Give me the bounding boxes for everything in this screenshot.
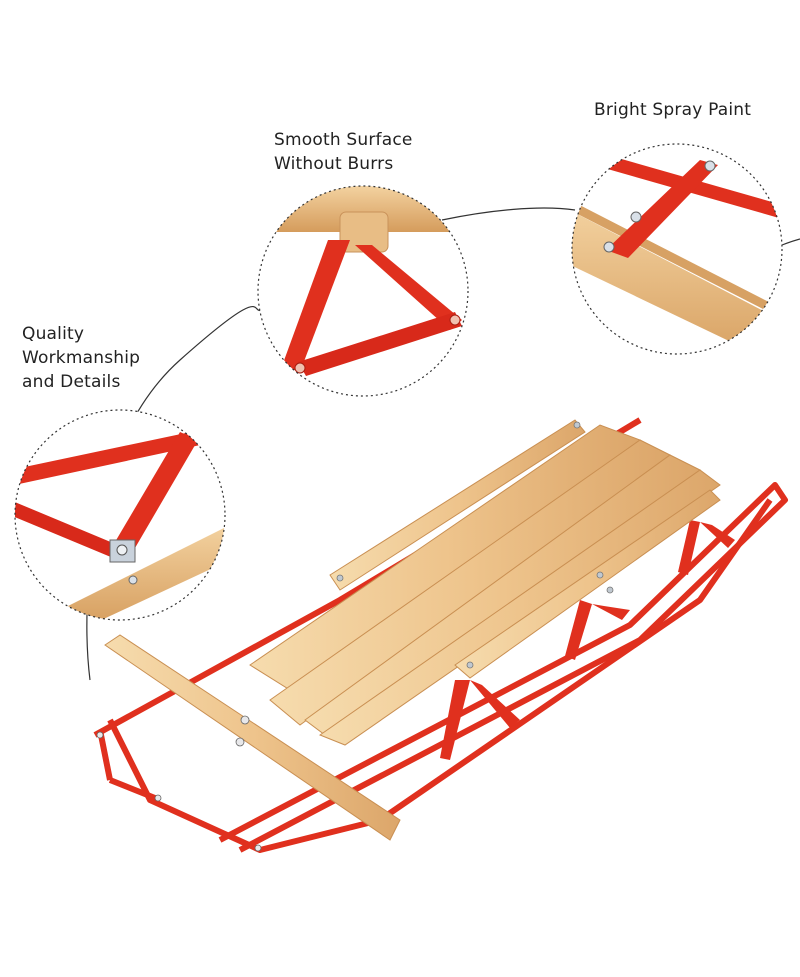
sled-slat-5	[454, 489, 721, 679]
sled-runner-far	[218, 482, 788, 853]
callout-bright-paint: Bright Spray Paint	[594, 100, 752, 120]
detail-circle-smooth-surface	[257, 185, 469, 397]
detail-circle-quality	[14, 409, 226, 621]
sled-slat-2	[269, 439, 671, 726]
callout-smooth-surface: Smooth Surface Without Burrs	[274, 130, 413, 174]
sled-slat-4	[318, 469, 721, 746]
sled-steering-bar	[104, 634, 401, 841]
sled	[93, 417, 788, 853]
sled-side-rail	[329, 419, 586, 591]
sled-runner-near	[107, 498, 773, 853]
detail-circle-bright-paint	[571, 143, 783, 355]
callout-quality: Quality Workmanship and Details	[22, 324, 141, 392]
